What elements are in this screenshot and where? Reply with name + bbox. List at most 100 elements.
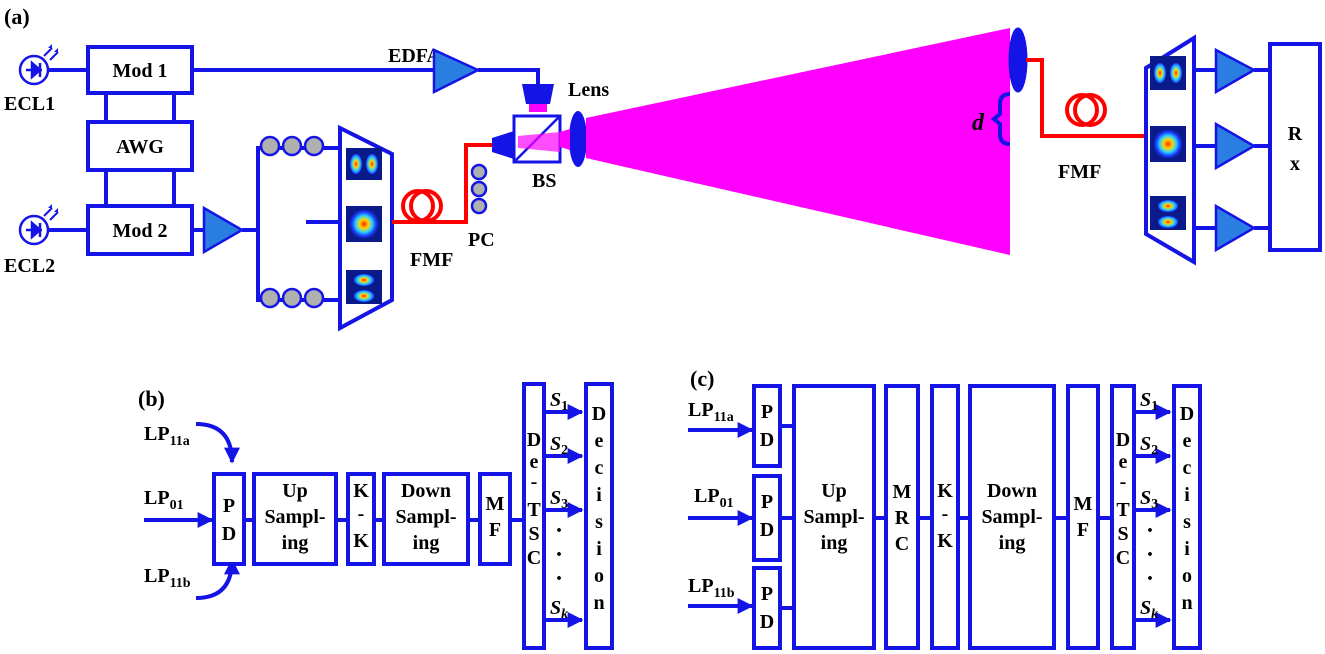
upsampling-label: Up [821, 480, 847, 502]
mod1-box [86, 45, 194, 95]
kk-label: - [942, 503, 949, 525]
detsc-box [522, 382, 546, 650]
amplifier [1214, 47, 1257, 95]
mrc-label: C [895, 533, 909, 555]
ellipsis-dot: · [555, 566, 563, 592]
bs-label: BS [532, 170, 556, 192]
matched-filter-box [478, 472, 512, 566]
sk-label: Sk [1140, 597, 1158, 622]
upsampling-label: Up [282, 480, 308, 502]
lp11b-label: LP11b [144, 565, 191, 591]
s2-label: S2 [550, 433, 568, 458]
ellipsis-dot: · [1146, 542, 1154, 568]
detsc-label: C [1116, 547, 1130, 569]
collimator [522, 84, 554, 104]
mode-profile-lp11a [1150, 56, 1186, 90]
decision-box [1172, 384, 1202, 650]
svg-text:s: s [595, 511, 603, 533]
svg-text:o: o [1182, 565, 1192, 587]
pd-label: D [760, 519, 774, 541]
panel-c-label: (c) [690, 366, 714, 391]
detsc-label: S [1117, 523, 1128, 545]
lp11a-label: LP11a [688, 399, 734, 425]
mode-profile-lp11a [346, 148, 382, 180]
mrc-label: R [895, 507, 910, 529]
edfa-amplifier [432, 48, 481, 95]
svg-text:D: D [592, 403, 606, 425]
ellipsis-dot: · [555, 542, 563, 568]
s2-label: S2 [1140, 433, 1158, 458]
mf-label: M [486, 493, 505, 515]
upsampling-label: ing [821, 532, 848, 554]
laser-icon [18, 204, 59, 246]
pd-label: D [222, 523, 236, 545]
kk-label: - [358, 503, 365, 525]
pd-label: D [760, 429, 774, 451]
ecl2-label: ECL2 [4, 255, 55, 277]
kk-label: K [353, 480, 369, 502]
fmf-left-label: FMF [410, 249, 453, 271]
lens-label: Lens [568, 79, 609, 101]
mf-label: M [1074, 493, 1093, 515]
ecl1-label: ECL1 [4, 93, 55, 115]
svg-text:c: c [1183, 457, 1192, 479]
svg-text:i: i [596, 484, 602, 506]
detsc-box [1110, 384, 1136, 650]
photodiode-box [752, 474, 782, 562]
mf-label: F [1077, 519, 1089, 541]
polarization-coils [259, 135, 325, 309]
decision-box [584, 382, 614, 650]
mode-profile-lp01 [1150, 126, 1186, 162]
mode-profile-lp11b [1150, 196, 1186, 230]
panel-a-label: (a) [4, 4, 30, 29]
pd-label: D [760, 611, 774, 633]
receiver-lens [1008, 27, 1028, 93]
detsc-label: - [1120, 471, 1127, 493]
s1-label: S1 [1140, 389, 1158, 414]
amplifier [1214, 121, 1257, 171]
fmf-right-label: FMF [1058, 161, 1101, 183]
svg-text:o: o [594, 565, 604, 587]
downsampling-label: Down [401, 480, 451, 502]
decision-label: D e c i s i o n [1180, 403, 1194, 614]
matched-filter-box [1066, 384, 1100, 650]
pd-label: P [761, 401, 773, 423]
mode-profile-lp11b [346, 270, 382, 304]
svg-text:i: i [1184, 538, 1190, 560]
svg-text:i: i [596, 538, 602, 560]
pd-label: P [223, 495, 235, 517]
rx-label-x: x [1290, 153, 1300, 175]
svg-text:s: s [1183, 511, 1191, 533]
mode-profile-lp01 [346, 206, 382, 242]
lens [569, 111, 587, 167]
downsampling-label: ing [413, 532, 440, 554]
downsampling-box [968, 384, 1056, 650]
svg-text:e: e [595, 430, 604, 452]
rx-label-r: R [1288, 123, 1303, 145]
svg-text:e: e [1183, 430, 1192, 452]
detsc-label: T [1116, 499, 1130, 521]
detsc-label: C [527, 547, 541, 569]
awg-box [86, 120, 194, 172]
svg-text:i: i [1184, 484, 1190, 506]
lp01-label: LP01 [694, 485, 734, 511]
receiver-box [1268, 42, 1322, 252]
offset-bracket [990, 92, 1011, 146]
sk-label: Sk [550, 597, 568, 622]
lp01-label: LP01 [144, 487, 184, 513]
svg-text:n: n [593, 592, 604, 614]
s3-label: S3 [1140, 487, 1158, 512]
ellipsis-dot: · [1146, 566, 1154, 592]
collimator [492, 131, 514, 159]
awg-label: AWG [116, 136, 164, 158]
mrc-label: M [893, 481, 912, 503]
decision-label: D e c i s i o n [592, 403, 606, 614]
edfa-label: EDFA [388, 45, 442, 67]
lp11b-label: LP11b [688, 575, 735, 601]
detsc-label: - [531, 471, 538, 493]
detsc-label: S [528, 523, 539, 545]
svg-text:c: c [595, 457, 604, 479]
detsc-label: D [527, 429, 541, 451]
amplifier [1214, 203, 1257, 253]
